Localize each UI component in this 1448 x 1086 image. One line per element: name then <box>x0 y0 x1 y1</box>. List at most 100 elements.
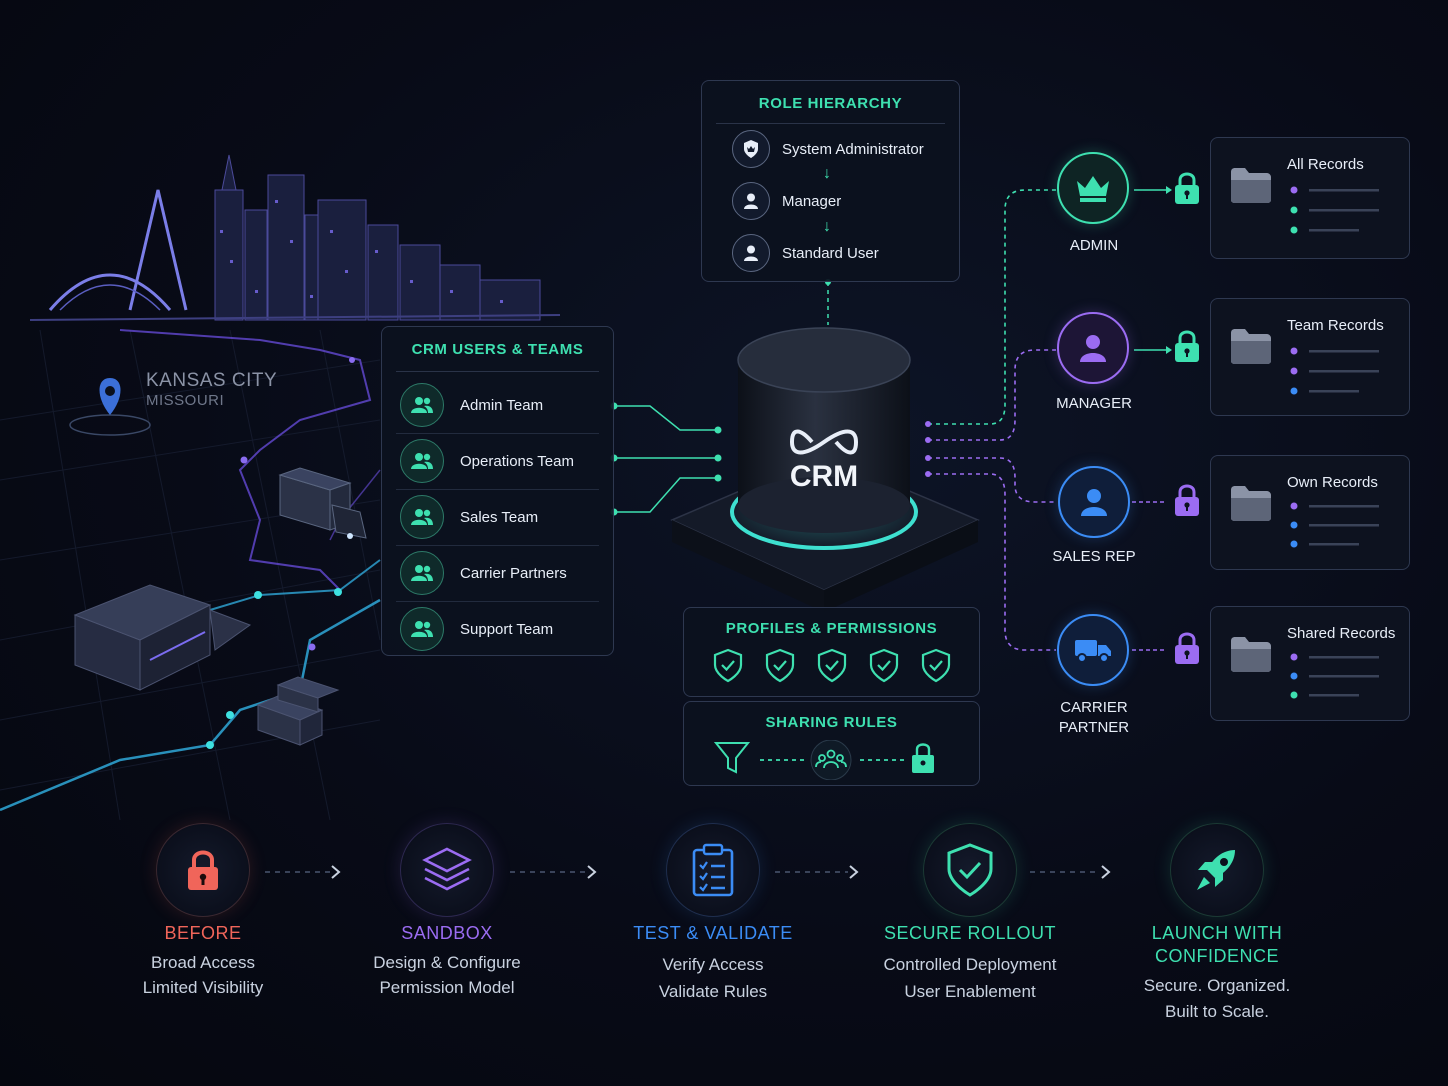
step-title: SANDBOX <box>401 923 493 943</box>
role-hierarchy-title: ROLE HIERARCHY <box>758 95 903 112</box>
record-lines <box>1290 653 1379 699</box>
team-operations: Operations Team <box>400 439 574 483</box>
shield-check-icon <box>765 648 795 683</box>
step-desc: Built to Scale. <box>1165 1002 1269 1021</box>
team-label: Support Team <box>460 620 554 638</box>
step-launch-badge <box>1170 823 1264 917</box>
sharing-flow <box>714 740 934 780</box>
step-rollout-badge <box>923 823 1017 917</box>
shield-check-icon <box>921 648 951 683</box>
teams-title: CRM USERS & TEAMS <box>411 341 584 358</box>
manager-role-label: MANAGER <box>1056 395 1132 412</box>
step-title: LAUNCH WITH CONFIDENCE <box>1151 923 1283 966</box>
rocket-icon <box>1197 850 1235 890</box>
records-title: Own Records <box>1287 474 1378 491</box>
team-support: Support Team <box>400 607 553 651</box>
team-label: Sales Team <box>460 508 539 526</box>
folder-icon <box>1231 637 1271 672</box>
record-lines <box>1290 186 1379 234</box>
shared-records-card: Shared Records <box>1210 606 1410 721</box>
shield-check-icon <box>947 843 993 897</box>
step-title: BEFORE <box>164 923 242 943</box>
step-desc: Verify Access <box>662 955 764 974</box>
role-manager: Manager <box>732 181 841 221</box>
user-icon <box>732 182 770 220</box>
role-label: System Administrator <box>782 140 924 158</box>
sharing-title: SHARING RULES <box>765 714 898 731</box>
shield-row <box>712 648 952 684</box>
group-icon <box>810 740 852 780</box>
sales-rep-role-label: SALES REP <box>1052 548 1136 565</box>
city-name: KANSAS CITY <box>146 370 278 391</box>
team-sales: Sales Team <box>400 495 538 539</box>
lock-icon <box>188 850 218 890</box>
team-label: Carrier Partners <box>460 564 567 582</box>
crm-users-teams-panel: CRM USERS & TEAMS Admin Team Operations … <box>381 326 614 656</box>
folder-icon <box>1231 486 1271 521</box>
team-carrier-partners: Carrier Partners <box>400 551 567 595</box>
record-lines <box>1290 347 1379 395</box>
records-title: Team Records <box>1287 317 1384 334</box>
role-label: Standard User <box>782 244 879 262</box>
step-desc: Validate Rules <box>658 982 768 1001</box>
step-sandbox-badge <box>400 823 494 917</box>
sales-rep-role-badge <box>1058 466 1130 538</box>
shield-check-icon <box>817 648 847 683</box>
role-hierarchy-panel: ROLE HIERARCHY System Administrator ↓ Ma… <box>701 80 960 282</box>
step-desc: Broad Access <box>151 953 255 972</box>
records-title: Shared Records <box>1287 625 1396 642</box>
lock-icon <box>1175 632 1199 664</box>
step-test-badge <box>666 823 760 917</box>
arrow-down-icon: ↓ <box>823 218 831 235</box>
shield-check-icon <box>713 648 743 683</box>
folder-icon <box>1231 329 1271 364</box>
location-label: KANSAS CITY MISSOURI <box>146 370 277 409</box>
layers-icon <box>422 847 472 891</box>
profiles-permissions-panel: PROFILES & PERMISSIONS <box>683 607 980 697</box>
step-title: SECURE ROLLOUT <box>883 923 1057 943</box>
team-label: Operations Team <box>460 452 574 470</box>
step-desc: User Enablement <box>904 982 1036 1001</box>
step-desc: Limited Visibility <box>142 978 264 997</box>
users-icon <box>400 383 444 427</box>
filter-icon <box>714 742 751 774</box>
records-title: All Records <box>1287 156 1364 173</box>
folder-icon <box>1231 168 1271 203</box>
user-icon <box>1081 489 1107 516</box>
shield-crown-icon <box>732 130 770 168</box>
sharing-rules-panel: SHARING RULES <box>683 701 980 786</box>
step-desc: Controlled Deployment <box>883 955 1057 974</box>
arrow-down-icon: ↓ <box>823 165 831 182</box>
crown-icon <box>1077 176 1109 202</box>
lock-icon <box>912 743 934 773</box>
all-records-card: All Records <box>1210 137 1410 259</box>
record-lines <box>1290 502 1379 548</box>
step-desc: Secure. Organized. <box>1143 976 1291 995</box>
role-system-administrator: System Administrator <box>732 129 924 169</box>
team-records-card: Team Records <box>1210 298 1410 416</box>
lock-icon <box>1175 484 1199 516</box>
admin-role-label: ADMIN <box>1069 237 1119 254</box>
step-desc: Design & Configure <box>373 953 521 972</box>
carrier-partner-role-badge <box>1057 614 1129 686</box>
role-label: Manager <box>782 192 842 210</box>
team-label: Admin Team <box>460 396 544 414</box>
team-admin: Admin Team <box>400 383 543 427</box>
shield-check-icon <box>869 648 899 683</box>
lock-icon <box>1175 172 1199 204</box>
user-icon <box>1080 335 1106 362</box>
crm-label: CRM <box>789 460 859 493</box>
own-records-card: Own Records <box>1210 455 1410 570</box>
step-before-badge <box>156 823 250 917</box>
carrier-partner-role-label: CARRIER PARTNER <box>1058 699 1130 736</box>
manager-role-badge <box>1057 312 1129 384</box>
step-desc: Permission Model <box>379 978 515 997</box>
state-name: MISSOURI <box>146 392 225 409</box>
admin-role-badge <box>1057 152 1129 224</box>
profiles-title: PROFILES & PERMISSIONS <box>725 620 938 637</box>
truck-icon <box>1075 640 1111 663</box>
step-title: TEST & VALIDATE <box>633 923 793 943</box>
users-icon <box>400 495 444 539</box>
users-icon <box>400 551 444 595</box>
